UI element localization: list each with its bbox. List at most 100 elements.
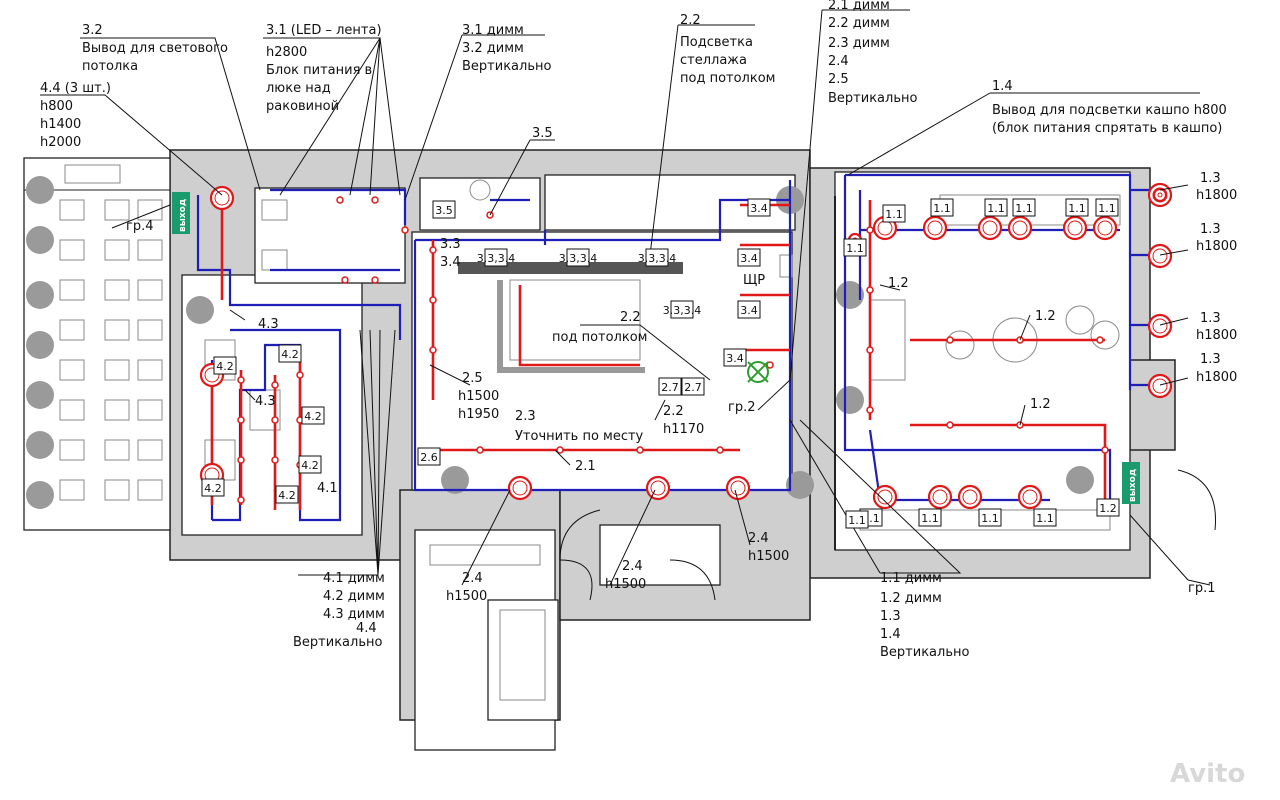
light-fixture-inner xyxy=(982,220,998,236)
plant-icon xyxy=(441,466,469,494)
junction-icon xyxy=(747,361,769,383)
svg-text:h1500: h1500 xyxy=(446,589,487,604)
light-point-icon xyxy=(429,296,437,304)
fixture-tag: 1.1 xyxy=(845,510,869,529)
light-point-icon xyxy=(429,246,437,254)
light-fixture-inner xyxy=(927,220,943,236)
light-point-icon xyxy=(556,446,564,454)
light-point-icon xyxy=(336,196,344,204)
svg-text:4.4: 4.4 xyxy=(356,621,377,636)
fixture-tag-label: 4.2 xyxy=(204,482,222,495)
svg-text:h1800: h1800 xyxy=(1196,328,1237,343)
light-point-icon xyxy=(429,346,437,354)
light-fixture-icon xyxy=(957,484,983,510)
fixture-tag: 1.2 xyxy=(1096,498,1120,517)
fixture-tag-label: 1.1 xyxy=(848,514,866,527)
terrace-bench xyxy=(64,164,121,184)
fixture-tag-label: 3.4 xyxy=(750,202,768,215)
fixture-tag: 4.2 xyxy=(275,485,299,504)
fixture-tag: 4.2 xyxy=(301,406,325,425)
svg-text:выход: выход xyxy=(178,199,188,232)
light-fixture-inner xyxy=(204,367,220,383)
light-fixture-inner xyxy=(962,489,978,505)
light-point-icon xyxy=(237,496,245,504)
svg-text:2.3 димм: 2.3 димм xyxy=(828,36,890,51)
light-point-icon xyxy=(946,421,954,429)
callout-4-4: 4.4 (3 шт.) h800 h1400 h2000 xyxy=(40,81,111,150)
terrace-chair xyxy=(137,199,163,221)
light-fixture-inner xyxy=(650,480,666,496)
callout-1-4: 1.4 Вывод для подсветки кашпо h800 (блок… xyxy=(992,79,1227,136)
light-point-icon xyxy=(716,446,724,454)
light-fixture-icon xyxy=(1147,243,1173,269)
fixture-tag: 4.2 xyxy=(213,356,237,375)
fixture-tag: 1.1 xyxy=(1012,198,1036,217)
terrace-chair xyxy=(104,439,130,461)
svg-text:h1800: h1800 xyxy=(1196,239,1237,254)
light-point-icon xyxy=(271,416,279,424)
fixture-tag: 1.1 xyxy=(1065,198,1089,217)
exit-sign-left: выход xyxy=(172,192,190,234)
plant-icon xyxy=(26,431,54,459)
fixture-tag: 2.7 xyxy=(658,377,682,396)
svg-text:4.4 (3 шт.): 4.4 (3 шт.) xyxy=(40,81,111,96)
callout-refine: Уточнить по месту xyxy=(515,429,644,444)
fixture-tag: 1.1 xyxy=(843,238,867,257)
light-fixture-inner xyxy=(1157,192,1163,198)
svg-text:2.4: 2.4 xyxy=(828,54,849,69)
svg-text:стеллажа: стеллажа xyxy=(680,53,747,68)
light-lines xyxy=(210,200,1107,510)
fixture-tag-label: 1.1 xyxy=(981,512,999,525)
svg-text:2.2: 2.2 xyxy=(620,310,641,325)
svg-text:h1170: h1170 xyxy=(663,422,704,437)
fixture-tag-label: 3.4 xyxy=(740,252,758,265)
svg-text:2.4: 2.4 xyxy=(462,571,483,586)
svg-text:раковиной: раковиной xyxy=(266,99,339,114)
plant-icon xyxy=(186,296,214,324)
fixture-tag: 3.3,3.4 xyxy=(663,300,701,319)
fixture-tag-label: 1.2 xyxy=(1099,502,1117,515)
fixture-tag-box xyxy=(298,455,322,474)
fixture-tag-label: 1.1 xyxy=(1036,512,1054,525)
terrace-chair xyxy=(59,439,85,461)
light-fixture-icon xyxy=(507,475,533,501)
terrace-chair xyxy=(104,319,130,341)
svg-text:h1500: h1500 xyxy=(605,577,646,592)
callout-2-4-a: 2.4 h1500 xyxy=(446,571,487,604)
light-fixture-icon xyxy=(1062,215,1088,241)
svg-text:Вывод для подсветки кашпо h800: Вывод для подсветки кашпо h800 xyxy=(992,103,1227,118)
light-fixture-icon xyxy=(1147,313,1173,339)
fixture-tag-label: 2.7 xyxy=(661,381,679,394)
svg-text:Вертикально: Вертикально xyxy=(828,91,917,106)
light-point-icon xyxy=(371,276,379,284)
svg-text:(блок питания спрятать в кашпо: (блок питания спрятать в кашпо) xyxy=(992,121,1222,136)
fixture-tag-label: 4.2 xyxy=(278,489,296,502)
fixture-tag-box xyxy=(737,248,761,267)
terrace-chair xyxy=(59,479,85,501)
light-fixture-inner xyxy=(730,480,746,496)
svg-text:Блок питания в: Блок питания в xyxy=(266,63,372,78)
fixture-tag-box xyxy=(301,406,325,425)
svg-text:h2000: h2000 xyxy=(40,135,81,150)
fixture-tag-label: 1.1 xyxy=(987,202,1005,215)
fixture-tag-box xyxy=(681,377,705,396)
callout-2-5: 2.5 h1500 h1950 xyxy=(458,371,499,422)
terrace-chair xyxy=(137,399,163,421)
fixture-tag: 1.1 xyxy=(984,198,1008,217)
light-point-icon xyxy=(296,371,304,379)
terrace-chair xyxy=(137,279,163,301)
fixture-tag-label: 3.3,3.4 xyxy=(477,252,515,265)
svg-text:Вертикально: Вертикально xyxy=(462,59,551,74)
callout-2-2-shelf: 2.2 Подсветка стеллажа под потолком xyxy=(680,13,775,86)
light-point-icon xyxy=(271,381,279,389)
fixture-tag: 1.1 xyxy=(1033,508,1057,527)
callout-3-5: 3.5 xyxy=(532,126,553,141)
fixture-tag-label: 1.1 xyxy=(933,202,951,215)
callout-2-1-dimm: 2.1 димм 2.2 димм 2.3 димм 2.4 2.5 Верти… xyxy=(828,0,917,106)
light-point-icon xyxy=(636,446,644,454)
fixture-tag: 3.4 xyxy=(737,248,761,267)
light-point-icon xyxy=(866,346,874,354)
light-fixture-icon xyxy=(1007,215,1033,241)
fixture-tag-box xyxy=(670,300,694,319)
fixture-tag-box xyxy=(201,478,225,497)
